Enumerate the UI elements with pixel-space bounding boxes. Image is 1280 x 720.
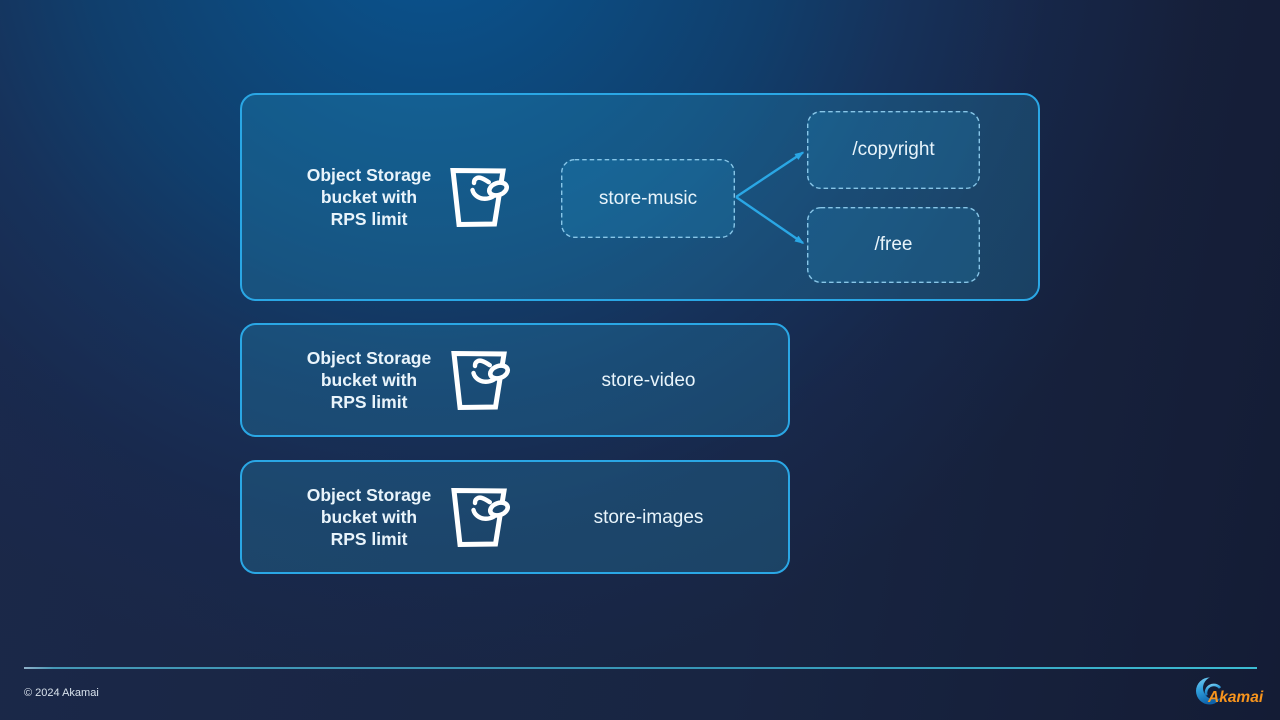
svg-text:Akamai: Akamai [1207,689,1264,706]
